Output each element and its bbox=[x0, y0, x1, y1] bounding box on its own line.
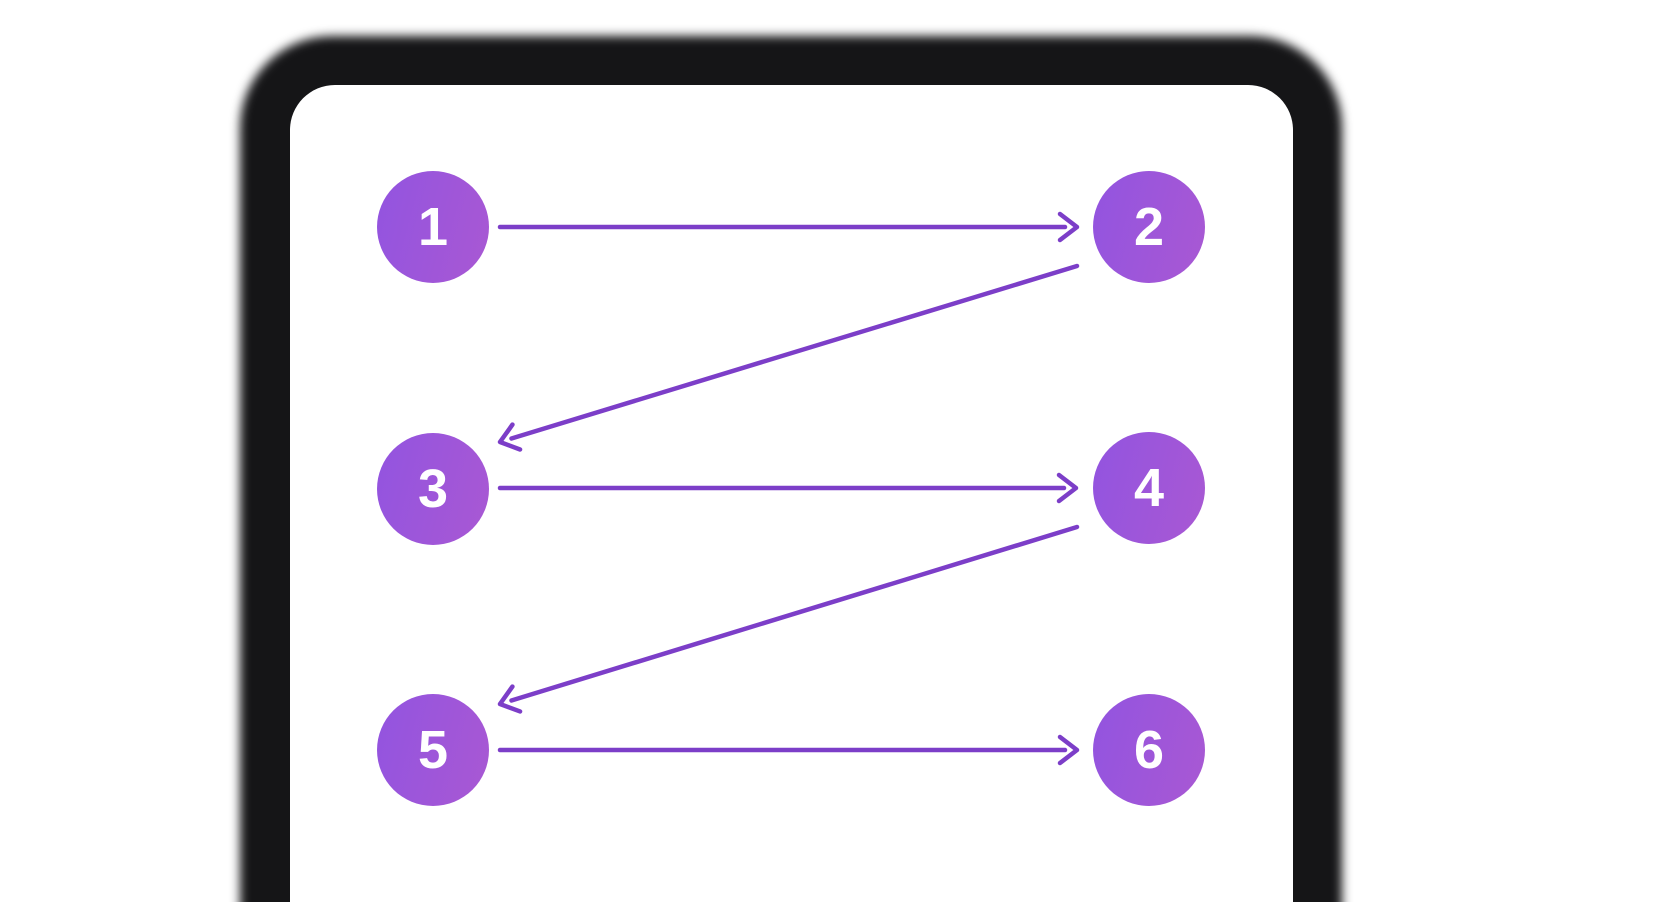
step-node-6: 6 bbox=[1093, 694, 1205, 806]
step-node-2: 2 bbox=[1093, 171, 1205, 283]
step-node-5: 5 bbox=[377, 694, 489, 806]
step-number: 5 bbox=[417, 720, 449, 780]
step-number: 6 bbox=[1133, 720, 1165, 780]
step-node-1: 1 bbox=[377, 171, 489, 283]
step-number: 3 bbox=[417, 459, 449, 519]
step-node-3: 3 bbox=[377, 433, 489, 545]
step-number: 2 bbox=[1133, 197, 1165, 257]
step-node-4: 4 bbox=[1093, 432, 1205, 544]
step-number: 4 bbox=[1133, 458, 1165, 518]
step-number: 1 bbox=[417, 197, 449, 257]
